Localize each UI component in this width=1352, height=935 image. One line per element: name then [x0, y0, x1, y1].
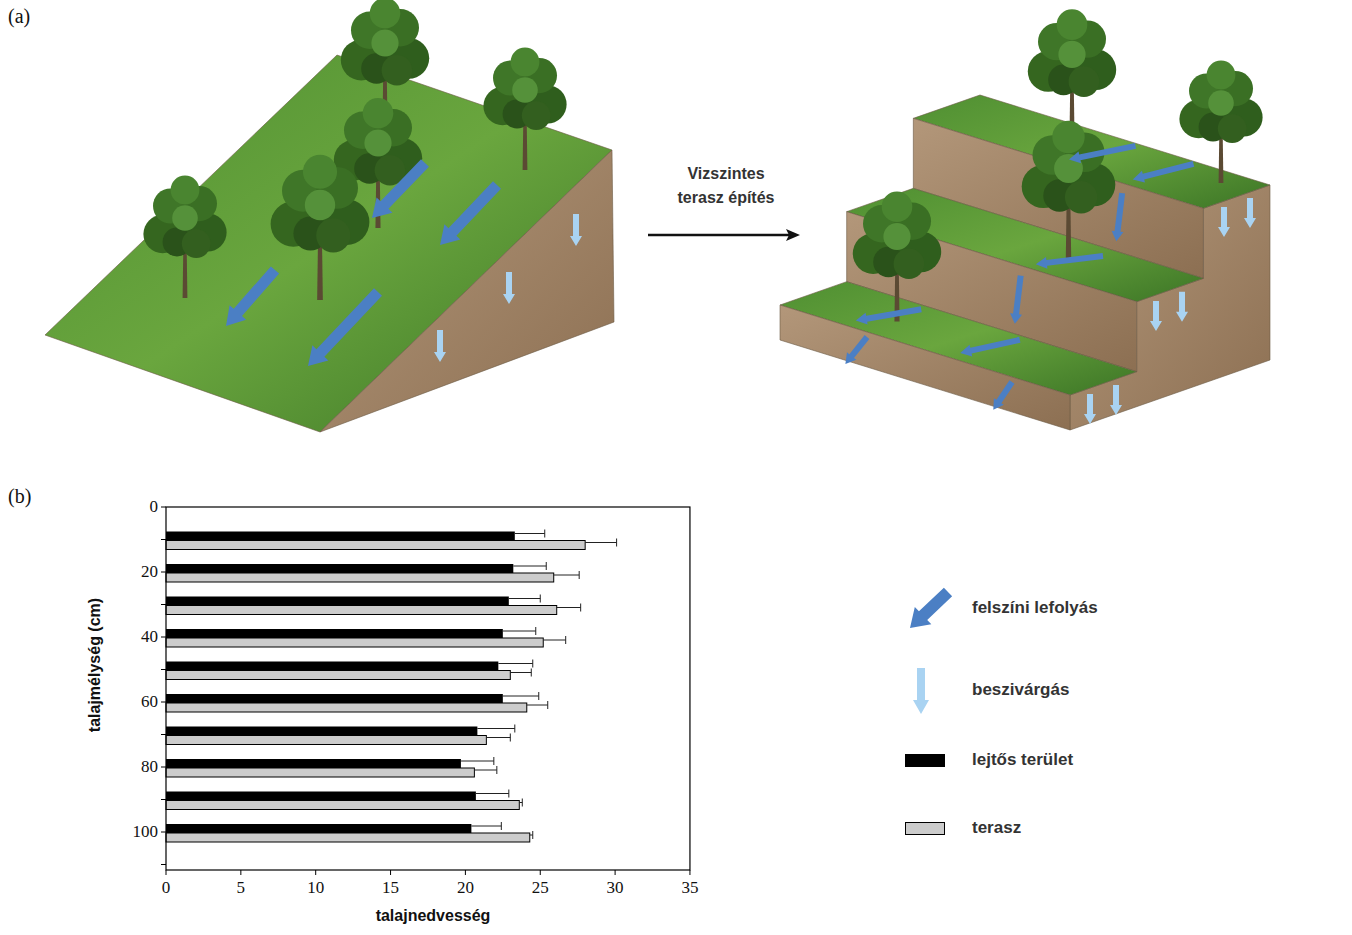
terrace-illustration — [780, 9, 1270, 430]
tick-label: 0 — [146, 877, 186, 899]
axis-title: talajnedvesség — [333, 906, 533, 926]
runoff-arrow — [308, 288, 382, 366]
axis-title: talajmélység (cm) — [85, 598, 105, 732]
tick-label: 80 — [112, 756, 158, 778]
bar-slope — [166, 564, 513, 573]
runoff-arrow — [226, 266, 279, 326]
panel-label: (b) — [8, 484, 31, 508]
tree — [1028, 9, 1116, 139]
tree — [271, 155, 370, 300]
infiltration-arrow — [570, 214, 582, 246]
bar-slope — [166, 759, 461, 768]
runoff-arrow — [993, 380, 1014, 409]
runoff-arrow — [960, 337, 1020, 357]
legend-label: beszivárgás — [972, 679, 1069, 701]
infiltration-arrow — [1244, 198, 1256, 228]
infiltration-arrow — [1218, 207, 1230, 237]
tree — [143, 176, 226, 298]
tick-label: 35 — [670, 877, 710, 899]
bar-terrace — [166, 703, 527, 712]
bar-terrace — [166, 638, 543, 647]
legend-label: terasz — [972, 817, 1021, 839]
infiltration-arrow — [1110, 385, 1122, 415]
bar-chart — [161, 507, 690, 875]
runoff-arrow — [1112, 193, 1126, 242]
tick-label: 10 — [296, 877, 336, 899]
runoff-arrow — [440, 181, 501, 245]
soil-face — [320, 150, 614, 432]
legend-label: felszíni lefolyás — [972, 597, 1098, 619]
runoff-arrow — [845, 335, 869, 364]
tree — [483, 48, 566, 170]
runoff-arrow — [1069, 143, 1136, 163]
legend-swatch — [905, 754, 945, 767]
slope-illustration — [45, 0, 614, 432]
runoff-arrow — [1133, 161, 1194, 182]
infiltration-arrow — [503, 272, 515, 304]
infiltration-arrow — [1150, 301, 1162, 331]
tick-label: 25 — [520, 877, 560, 899]
infiltration-arrow — [1084, 394, 1096, 424]
bar-terrace — [166, 736, 486, 745]
tick-label: 15 — [371, 877, 411, 899]
bar-terrace — [166, 606, 557, 615]
bar-terrace — [166, 671, 510, 680]
tick-label: 100 — [112, 821, 158, 843]
plot-frame — [166, 507, 690, 870]
bar-slope — [166, 727, 477, 736]
legend-swatch — [905, 822, 945, 835]
panel-label: (a) — [8, 4, 30, 28]
infiltration-arrow — [1176, 292, 1188, 322]
bar-terrace — [166, 541, 585, 550]
bar-slope — [166, 532, 515, 541]
bar-slope — [166, 792, 476, 801]
legend-infiltration-arrow — [913, 668, 929, 714]
runoff-arrow — [1010, 275, 1024, 324]
bar-terrace — [166, 768, 474, 777]
bar-terrace — [166, 573, 554, 582]
arrow-label: Vizszintes terasz építés — [666, 162, 786, 210]
runoff-arrow — [856, 306, 922, 324]
tick-label: 0 — [112, 496, 158, 518]
runoff-arrow — [372, 159, 429, 218]
transform-arrow — [648, 229, 800, 241]
tick-label: 20 — [445, 877, 485, 899]
tick-label: 30 — [595, 877, 635, 899]
tick-label: 60 — [112, 691, 158, 713]
bar-terrace — [166, 833, 530, 842]
bar-slope — [166, 824, 471, 833]
infiltration-arrow — [434, 330, 446, 362]
tree — [853, 191, 941, 321]
tick-label: 20 — [112, 561, 158, 583]
legend-samples — [910, 588, 952, 714]
terrace-riser — [780, 305, 1070, 430]
tree — [1022, 121, 1116, 259]
tick-label: 40 — [112, 626, 158, 648]
tree — [341, 0, 429, 128]
legend-runoff-arrow — [910, 588, 952, 628]
bar-slope — [166, 597, 509, 606]
bar-slope — [166, 629, 503, 638]
bar-slope — [166, 694, 503, 703]
tick-label: 5 — [221, 877, 261, 899]
bar-slope — [166, 662, 498, 671]
legend-label: lejtős terület — [972, 749, 1073, 771]
bar-terrace — [166, 801, 519, 810]
runoff-arrow — [1036, 253, 1104, 269]
